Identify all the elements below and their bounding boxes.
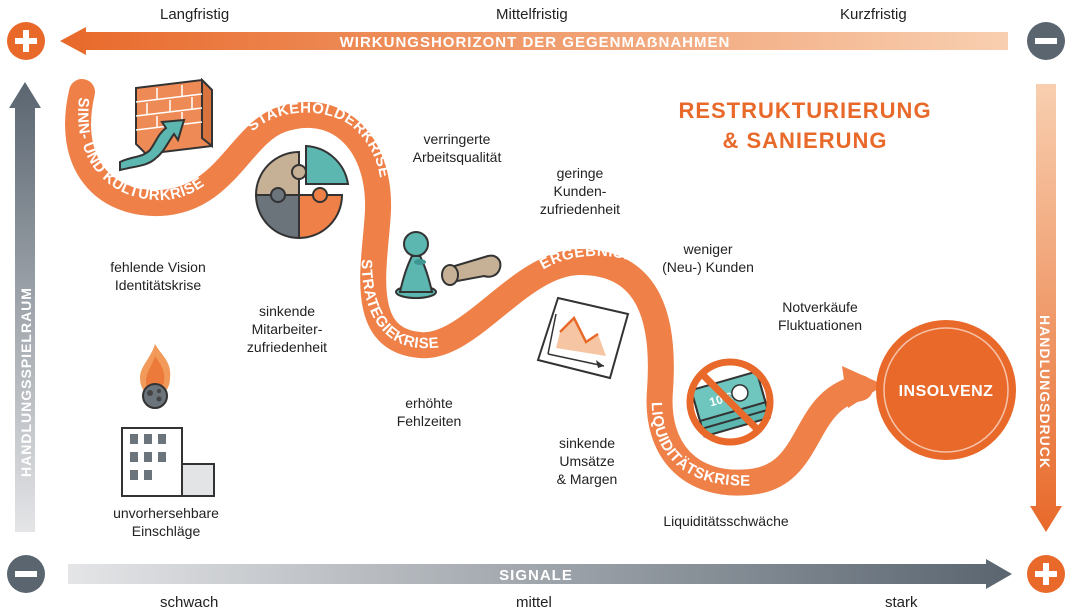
note-geringe-kundenzufriedenheit: geringe Kunden- zufriedenheit [539,165,621,217]
top-axis-label: WIRKUNGSHORIZONT DER GEGENMAẞNAHMEN [340,34,731,51]
right-axis-label: HANDLUNGSDRUCK [1037,315,1053,469]
bottom-tick-mittel: mittel [516,594,552,611]
meteor-icon [140,344,171,409]
plus-icon-bottom-right [1027,555,1065,593]
note-unvorhersehbare-einschlaege: unvorhersehbare Einschläge [113,505,219,539]
top-axis-arrow: WIRKUNGSHORIZONT DER GEGENMAẞNAHMEN [60,27,1008,55]
note-verringerte-arbeitsqualitaet: verringerte Arbeitsqualität [412,131,502,165]
note-weniger-neukunden: weniger (Neu-) Kunden [662,241,754,275]
top-tick-mittelfristig: Mittelfristig [496,6,568,23]
brick-wall-icon [119,77,213,172]
building-icon [121,427,215,497]
note-erhoehte-fehlzeiten: erhöhte Fehlzeiten [396,395,462,429]
top-tick-kurzfristig: Kurzfristig [840,6,907,23]
left-axis-label: HANDLUNGSSPIELRAUM [18,287,34,477]
diagram-title: RESTRUKTURIERUNG & SANIERUNG [678,98,932,153]
insolvenz-circle: INSOLVENZ [876,320,1016,460]
note-sinkende-mitarbeiterzufriedenheit: sinkende Mitarbeiter- zufriedenheit [246,303,328,355]
top-tick-langfristig: Langfristig [160,6,230,23]
no-money-icon: 10 € [686,358,774,446]
bottom-tick-stark: stark [885,594,918,611]
minus-icon-top-right [1027,22,1065,60]
note-sinkende-umsaetze: sinkende Umsätze & Margen [556,435,618,487]
bottom-axis-arrow: SIGNALE [68,559,1012,589]
note-liquiditaetsschwaeche: Liquiditätsschwäche [663,513,789,529]
insolvenz-label: INSOLVENZ [899,383,994,400]
note-fehlende-vision: fehlende Vision Identitätskrise [110,259,206,293]
game-pieces-icon [395,231,502,299]
bottom-tick-schwach: schwach [160,594,219,611]
puzzle-icon [254,144,350,240]
chart-paper-icon [536,296,630,380]
left-axis-arrow: HANDLUNGSSPIELRAUM [9,82,41,532]
note-notverkaeufe-fluktuationen: Notverkäufe Fluktuationen [777,299,863,333]
plus-icon-top-left [7,22,45,60]
right-axis-arrow: HANDLUNGSDRUCK [1030,84,1062,532]
minus-icon-bottom-left [7,555,45,593]
bottom-axis-label: SIGNALE [499,567,573,584]
